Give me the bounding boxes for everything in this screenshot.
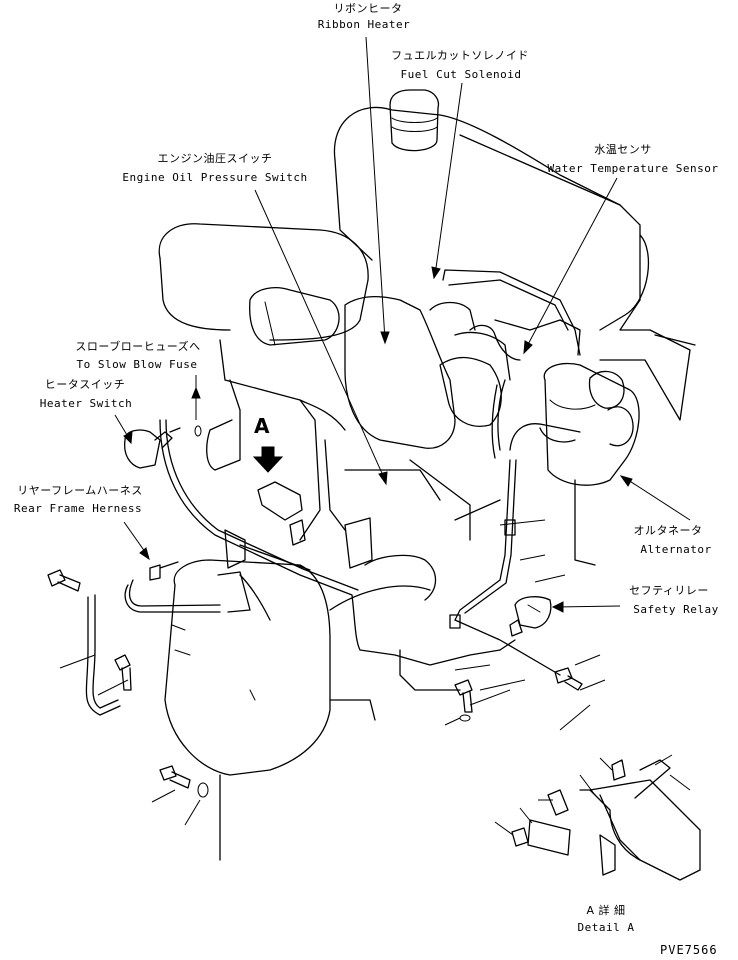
to-slow-blow-fuse-label-en: To Slow Blow Fuse bbox=[76, 358, 198, 371]
main-harness bbox=[159, 269, 581, 691]
alternator-label-en: Alternator bbox=[640, 543, 712, 556]
detail-a-label-en: Detail A bbox=[577, 921, 635, 934]
water-temperature-sensor-label-en: Water Temperature Sensor bbox=[547, 162, 719, 175]
heater-switch-label-jp: ヒータスイッチ bbox=[44, 378, 126, 391]
air-cleaner bbox=[158, 223, 369, 346]
rear-frame-herness-label-en: Rear Frame Herness bbox=[13, 502, 143, 515]
rear-frame-herness-label-jp: リヤーフレームハーネス bbox=[17, 484, 143, 497]
view-a-arrow bbox=[252, 446, 284, 473]
ribbon-heater-label-jp: リボンヒータ bbox=[333, 2, 403, 15]
safety-relay-label-jp: セフティリレー bbox=[629, 584, 709, 597]
detail-a-label-jp: A 詳 細 bbox=[586, 904, 626, 917]
bracket-view-a bbox=[257, 481, 306, 546]
safety-relay-label-en: Safety Relay bbox=[633, 603, 719, 616]
flywheel-housing bbox=[164, 554, 437, 861]
fuel-cut-solenoid-label-en: Fuel Cut Solenoid bbox=[400, 68, 522, 81]
alternator-drawing bbox=[543, 362, 640, 566]
safety-relay-drawing bbox=[509, 596, 552, 637]
radiator-cap bbox=[389, 89, 440, 152]
engine-oil-pressure-switch-label-en: Engine Oil Pressure Switch bbox=[122, 171, 308, 184]
leader-lines bbox=[59, 36, 691, 836]
heater-switch-drawing bbox=[124, 425, 202, 469]
heater-switch-label-en: Heater Switch bbox=[39, 397, 133, 410]
view-a-marker: A bbox=[254, 414, 270, 438]
water-temperature-sensor-label-jp: 水温センサ bbox=[594, 143, 652, 156]
alternator-label-jp: オルタネータ bbox=[633, 524, 703, 537]
fuel-cut-solenoid-label-jp: フュエルカットソレノイド bbox=[391, 49, 529, 62]
engine-oil-pressure-switch-label-jp: エンジン油圧スイッチ bbox=[157, 152, 273, 165]
radiator-body bbox=[333, 106, 696, 421]
drawing-code: PVE7566 bbox=[660, 943, 718, 957]
rear-frame-harness-drawing bbox=[85, 561, 221, 716]
bolts bbox=[47, 569, 583, 798]
ribbon-heater-label-en: Ribbon Heater bbox=[317, 18, 411, 31]
arrowheads bbox=[123, 266, 633, 613]
to-slow-blow-fuse-label-jp: スローブローヒューズへ bbox=[75, 340, 201, 353]
engine-block bbox=[206, 296, 581, 569]
detail-a-drawing bbox=[511, 759, 701, 881]
